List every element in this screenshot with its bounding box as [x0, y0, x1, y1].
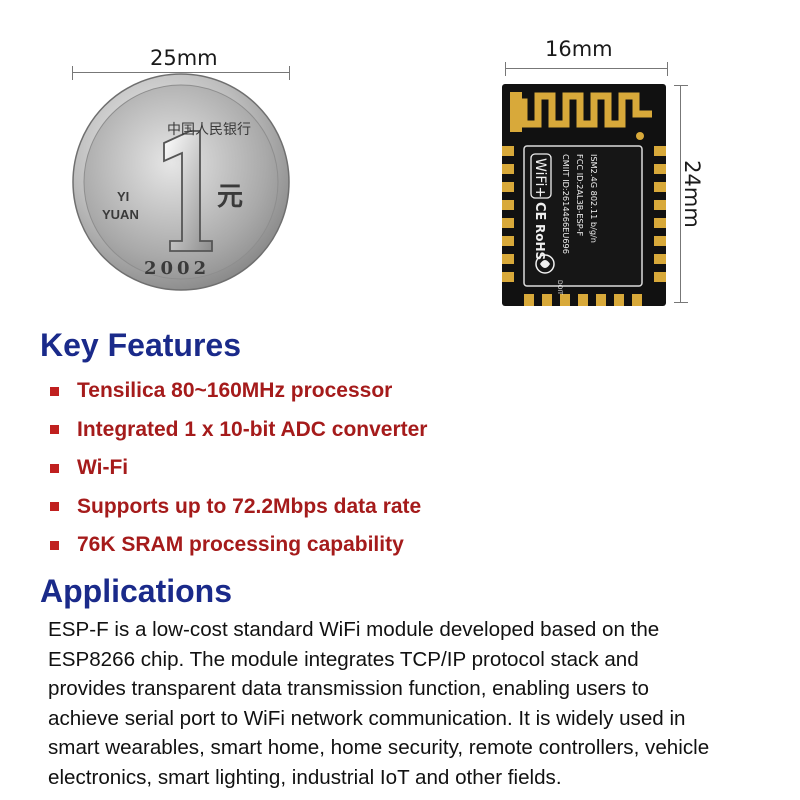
- module-ce-mark: CE: [532, 202, 547, 220]
- key-features-list: Tensilica 80~160MHz processor Integrated…: [50, 372, 427, 565]
- module-width-line: [505, 68, 668, 69]
- module-label-line-3: ISM2.4G 802.11 b/g/n: [589, 154, 599, 243]
- applications-line: ESP8266 chip. The module integrates TCP/…: [48, 647, 639, 671]
- coin-illustration: 中国人民银行 元 YI YUAN 2002: [72, 73, 290, 291]
- module-label-line-2: FCC ID:2AL3B-ESP-F: [575, 154, 585, 236]
- doit-logo-icon: [535, 254, 555, 274]
- coin-dim-line: [72, 72, 290, 73]
- applications-description: ESP-F is a low-cost standard WiFi module…: [48, 615, 793, 793]
- bottom-pads: [524, 294, 642, 306]
- module-wifi-badge: WiFi+: [532, 158, 548, 198]
- coin-unit-cn: 元: [217, 182, 243, 212]
- bullet-icon: [50, 386, 59, 396]
- coin-dim-tick-right: [289, 66, 290, 80]
- module-width-label: 16mm: [545, 37, 613, 61]
- feature-text: Integrated 1 x 10-bit ADC converter: [77, 417, 428, 441]
- module-label-line-1: CMIIT ID:2614466EU696: [561, 154, 571, 254]
- coin-pinyin-2: YUAN: [102, 207, 139, 222]
- feature-item: Tensilica 80~160MHz processor: [50, 372, 427, 411]
- module-height-tick-top: [674, 85, 688, 86]
- feature-item: Wi-Fi: [50, 449, 427, 488]
- coin-width-label: 25mm: [150, 46, 218, 70]
- coin-year: 2002: [144, 258, 210, 279]
- feature-text: Tensilica 80~160MHz processor: [77, 379, 393, 403]
- coin-image: 中国人民银行 元 YI YUAN 2002: [72, 73, 290, 291]
- feature-item: 76K SRAM processing capability: [50, 526, 427, 565]
- right-pads: [654, 146, 666, 282]
- feature-item: Supports up to 72.2Mbps data rate: [50, 488, 427, 527]
- wifi-module-illustration: WiFi+ CE RoHS CMIIT ID:2614466EU696 FCC …: [502, 84, 666, 306]
- module-height-label: 24mm: [679, 160, 704, 228]
- feature-text: 76K SRAM processing capability: [77, 533, 404, 557]
- applications-line: achieve serial port to WiFi network comm…: [48, 706, 686, 730]
- feature-text: Wi-Fi: [77, 456, 129, 480]
- applications-line: provides transparent data transmission f…: [48, 677, 649, 701]
- bullet-icon: [50, 540, 59, 550]
- module-logo-text: DOIT: [556, 280, 563, 295]
- feature-text: Supports up to 72.2Mbps data rate: [77, 494, 422, 518]
- antenna-trace-icon: [512, 92, 652, 128]
- coin-pinyin-1: YI: [117, 189, 129, 204]
- module-rohs: RoHS: [533, 224, 547, 260]
- coin-numeral: [163, 130, 213, 252]
- bullet-icon: [50, 502, 59, 512]
- applications-line: electronics, smart lighting, industrial …: [48, 765, 562, 789]
- coin-dim-tick-left: [72, 66, 73, 80]
- applications-line: smart wearables, smart home, home securi…: [48, 736, 710, 760]
- module-height-tick-bottom: [674, 302, 688, 303]
- coin-rim-text: 中国人民银行: [167, 122, 251, 138]
- bullet-icon: [50, 463, 59, 473]
- wifi-module-image: WiFi+ CE RoHS CMIIT ID:2614466EU696 FCC …: [502, 84, 666, 306]
- key-features-title: Key Features: [40, 327, 241, 363]
- left-pads: [502, 146, 514, 282]
- feature-item: Integrated 1 x 10-bit ADC converter: [50, 411, 427, 450]
- module-width-tick-right: [667, 62, 668, 76]
- module-height-line: [680, 85, 681, 303]
- applications-line: ESP-F is a low-cost standard WiFi module…: [48, 618, 660, 641]
- bullet-icon: [50, 425, 59, 435]
- applications-title: Applications: [40, 573, 233, 609]
- module-width-tick-left: [505, 62, 506, 76]
